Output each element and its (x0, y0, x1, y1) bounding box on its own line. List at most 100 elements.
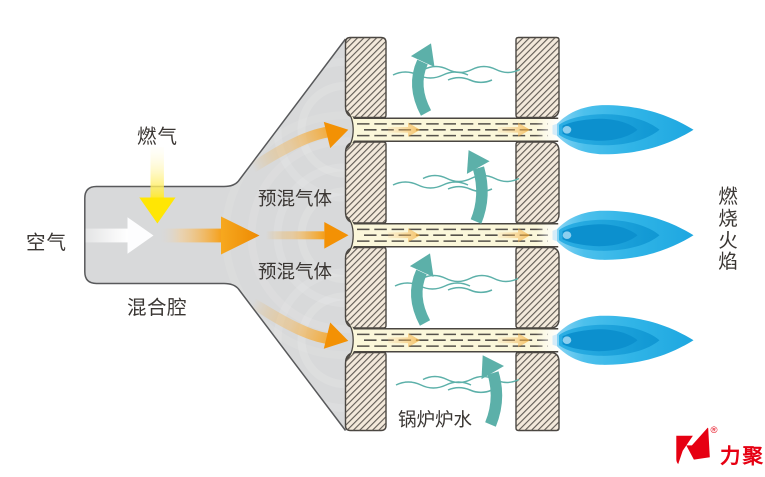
air-arrow-shaft (85, 228, 128, 243)
wall-hatch (516, 247, 559, 328)
label-boiler-water: 锅炉炉水 (398, 409, 473, 430)
label-mixing-chamber: 混合腔 (127, 297, 188, 319)
water-flow-arrow (410, 43, 435, 116)
water-wave-line (422, 174, 520, 183)
logo-bolt-left-piece (676, 435, 693, 465)
tube-inlet-flare (346, 216, 357, 255)
flame-neck (552, 123, 557, 136)
premix-arrow-top (250, 121, 349, 176)
flame-core (562, 329, 638, 352)
tube-flow-arrow (498, 333, 530, 348)
tube-inlet-bell (345, 109, 357, 150)
premix-arrow-shaft (266, 231, 325, 240)
premix-arrow-band (250, 126, 328, 176)
registered-trademark-symbol: ® (710, 424, 718, 436)
air-arrow-head (127, 217, 154, 254)
tube-flow-arrow-shape (498, 122, 530, 137)
premix-arrow-band (250, 295, 328, 345)
water-arrow-head (409, 253, 434, 277)
water-waves (392, 65, 521, 84)
flame-core (562, 224, 638, 247)
wall-hatch (516, 142, 559, 223)
water-wave-line (447, 286, 493, 294)
label-gas: 燃气 (137, 126, 179, 148)
water-arrow-band (411, 269, 431, 326)
tube-inlet-bell (345, 320, 357, 361)
wall-hatch (345, 37, 386, 118)
boiler-wall-right (515, 36, 560, 432)
water-arrow-head (410, 43, 435, 67)
water-wave-line (423, 65, 521, 74)
label-air: 空气 (26, 232, 68, 254)
wall-hatch (516, 352, 559, 431)
tube-flow-arrow-shape (498, 228, 530, 243)
water-waves (394, 274, 519, 294)
tube-flow-arrow-shape (388, 122, 420, 137)
tube-flow-arrow (498, 228, 530, 243)
water-arrow-head (466, 150, 490, 174)
mixed-gas-arrow-shaft (158, 228, 221, 243)
water-waves (392, 174, 520, 193)
label-premixed-gas-bottom: 预混气体 (258, 261, 333, 282)
gas-arrow-shaft (150, 147, 164, 199)
premix-arrow-head (323, 322, 349, 349)
tube-inlet-flare (346, 321, 357, 360)
water-wave-line (392, 181, 469, 189)
logo-lightning-mark (676, 427, 710, 465)
gas-flow-arrow (139, 147, 176, 224)
flame-neck (552, 334, 557, 347)
tube-inlet-bell (345, 215, 357, 256)
tube-flow-arrow (388, 122, 420, 137)
air-flow-arrow (85, 217, 154, 254)
mixed-gas-arrow-head (221, 216, 260, 255)
tube-exit-glow (536, 119, 559, 141)
tube-flow-arrow-shape (388, 333, 420, 348)
water-arrow-band (412, 59, 432, 116)
tube-flow-arrow (388, 333, 420, 348)
premix-arrow-head (324, 222, 349, 249)
gas-arrow-head (139, 197, 176, 224)
flame-eye (562, 231, 572, 239)
label-combustion-flame: 燃烧火焰 (718, 186, 738, 274)
label-premixed-gas-top: 预混气体 (258, 188, 333, 209)
premix-arrow-bottom (250, 295, 349, 349)
tube-flow-arrow-shape (498, 333, 530, 348)
flame-core (562, 118, 638, 141)
flame (552, 105, 694, 155)
wall-hatch (345, 247, 386, 328)
tube-exit-glow (536, 224, 559, 246)
water-flow-arrow (466, 150, 490, 224)
tube-exit-glow (536, 329, 559, 351)
water-waves (395, 375, 520, 394)
flame-neck (552, 229, 557, 242)
water-arrow-band (485, 371, 503, 427)
flame-eye (562, 126, 572, 134)
wall-hatch (516, 37, 559, 118)
water-arrow-band (470, 166, 488, 224)
premix-arrow-head (323, 121, 349, 149)
water-wave-line (447, 76, 493, 84)
premix-arrow-middle (266, 222, 349, 249)
tube-flow-arrow (388, 228, 420, 243)
logo-brand-text: 力聚 (720, 445, 765, 468)
tube-flow-arrow-shape (388, 228, 420, 243)
water-wave-line (422, 375, 520, 384)
tube-inlet-flare (346, 110, 357, 149)
water-arrow-head (481, 355, 504, 380)
flame (552, 210, 694, 260)
burner-tube (353, 222, 559, 248)
tube-inlet-lip (345, 109, 354, 150)
flame-eye (562, 336, 572, 345)
water-wave-line (421, 274, 519, 283)
water-flow-arrow (481, 355, 504, 427)
water-flow-arrow (409, 253, 434, 326)
wall-hatch (345, 352, 386, 431)
flame (552, 315, 694, 365)
water-wave-line (447, 185, 493, 193)
tube-inlet-lip (345, 320, 354, 361)
tube-flow-arrow (498, 122, 530, 137)
